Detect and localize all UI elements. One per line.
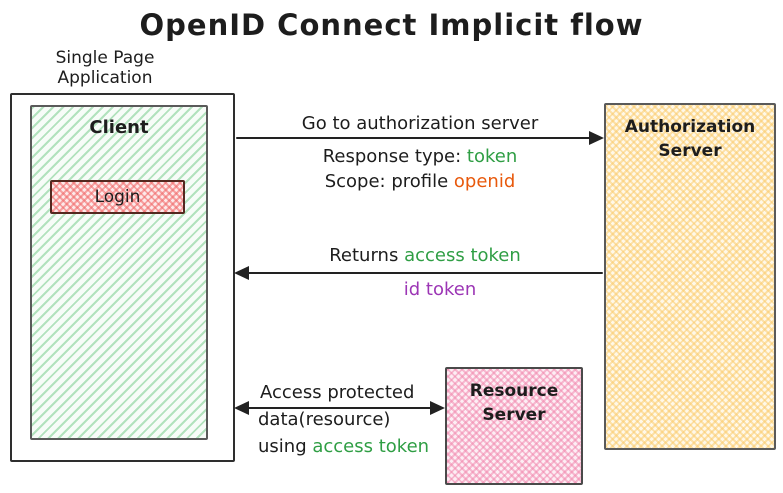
arrow-resource-access [234, 401, 445, 415]
access-token-value: access token [312, 436, 430, 457]
arrowhead-left-icon [234, 266, 249, 280]
scope-label: Scope: profile [324, 171, 449, 192]
arrow-shaft [236, 407, 443, 409]
response-type-value: token [466, 146, 518, 167]
login-label: Login [94, 187, 141, 207]
flow3-line1: Access protected [260, 382, 415, 403]
id-token-value: id token [403, 279, 477, 300]
flow1-scope: Scope: profile openid [245, 171, 595, 192]
client-box: Client Login [30, 105, 208, 440]
arrowhead-right-icon [589, 131, 604, 145]
using-label: using [258, 436, 307, 457]
flow1-label: Go to authorization server [301, 113, 539, 134]
resource-server-box: Resource Server [445, 367, 583, 485]
arrow-shaft [236, 137, 602, 139]
flow1-response-type: Response type: token [245, 146, 595, 167]
arrow-to-auth-server [235, 131, 604, 145]
response-type-label: Response type: [322, 146, 462, 167]
flow3-line3: using access token [258, 436, 429, 457]
login-button: Login [50, 180, 185, 214]
resource-server-label: Resource Server [469, 381, 559, 425]
auth-server-label: Authorization Server [624, 117, 756, 161]
arrow-returns-tokens [234, 266, 604, 280]
flow2-returns: Returns access token [250, 245, 600, 266]
arrowhead-left-icon [234, 401, 249, 415]
arrowhead-right-icon [430, 401, 445, 415]
scope-value: openid [453, 171, 516, 192]
diagram-title: OpenID Connect Implicit flow [139, 8, 644, 42]
client-label: Client [89, 117, 149, 138]
arrow-shaft [236, 272, 603, 274]
access-token-value: access token [404, 245, 521, 266]
auth-server-box: Authorization Server [604, 103, 776, 450]
returns-label: Returns [329, 245, 399, 266]
spa-label: Single Page Application [55, 48, 155, 88]
flow3-line2: data(resource) [258, 409, 391, 430]
